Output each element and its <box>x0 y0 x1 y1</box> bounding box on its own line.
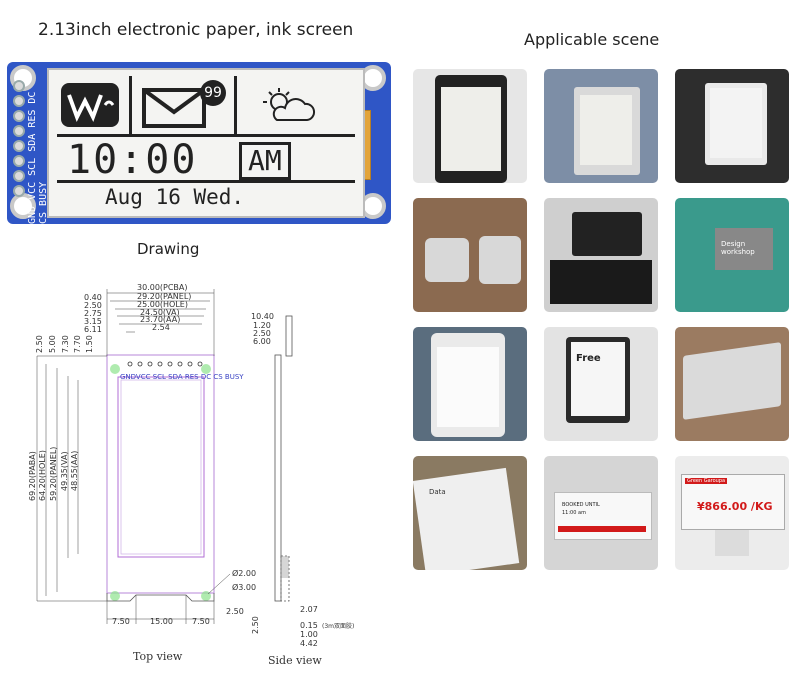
scene-writing-tablet: Data <box>413 456 527 570</box>
booked-time: 11:00 am <box>562 510 586 516</box>
dim-label: 7.30 <box>61 335 70 353</box>
clock-ampm: AM <box>239 142 291 180</box>
technical-drawing: GNDVCC SCL SDA RES DC CS BUSY 30.00(PCBA… <box>0 256 400 677</box>
scene-booking-label: BOOKED UNTIL 11:00 am <box>544 456 658 570</box>
top-view-label: Top view <box>133 650 183 663</box>
clock-date: Aug 16 Wed. <box>105 185 245 209</box>
pcb-outline <box>106 354 215 594</box>
dim-label: 24.50(VA) <box>140 308 180 317</box>
scene-laptop-display <box>675 327 789 441</box>
hole-marker <box>110 591 120 601</box>
dim-label: 2.54 <box>152 323 170 332</box>
dim-label: 69.20(PABA) <box>28 451 37 501</box>
pin-labels: GND VCC SCL SDA RES DC CS BUSY <box>27 91 49 224</box>
dim-label: Ø2.00 <box>232 568 256 578</box>
scene-price-tag: Green Garoupa ¥866.00 /KG <box>675 456 789 570</box>
dim-label: 1.20 <box>253 321 271 330</box>
scene-tablet-list <box>413 327 527 441</box>
hole-marker <box>110 364 120 374</box>
dim-label: 2.50 <box>84 301 102 310</box>
scene-weather-station <box>413 198 527 312</box>
drawing-pin-labels: GNDVCC SCL SDA RES DC CS BUSY <box>120 373 244 381</box>
scene-door-sign: Design workshop <box>675 198 789 312</box>
dim-label: 1.00 <box>300 630 318 639</box>
title-epaper: 2.13inch electronic paper, ink screen <box>38 20 354 40</box>
dim-label: 48.55(AA) <box>70 451 79 491</box>
scene-printer <box>544 198 658 312</box>
dim-label: 7.50 <box>192 617 210 626</box>
dim-label: (3m双面胶) <box>322 622 354 630</box>
clock-time: 10:00 <box>67 137 198 183</box>
dim-label: 30.00(PCBA) <box>137 283 188 292</box>
scene-desk-display <box>675 69 789 183</box>
dim-label: 2.07 <box>300 605 318 614</box>
title-applicable-scene: Applicable scene <box>524 30 660 49</box>
dim-label: 29.20(PANEL) <box>137 292 191 301</box>
design-label: Design workshop <box>721 240 755 256</box>
dim-label: 2.75 <box>84 309 102 318</box>
pin-header <box>13 80 25 200</box>
dim-label: 25.00(HOLE) <box>137 300 188 309</box>
dim-label: Ø3.00 <box>232 582 256 592</box>
dim-label: 6.11 <box>84 325 102 334</box>
waveshare-logo-icon <box>57 76 132 134</box>
scene-shelf-label <box>544 69 658 183</box>
weather-icon <box>237 76 351 134</box>
unread-badge: 99 <box>200 80 226 106</box>
aa-outline <box>120 379 202 555</box>
dim-label: 49.35(VA) <box>60 451 69 491</box>
mail-icon: 99 <box>132 76 237 134</box>
epaper-module: GND VCC SCL SDA RES DC CS BUSY 99 1 <box>7 62 391 224</box>
panel-outline <box>117 376 205 558</box>
side-view-label: Side view <box>268 654 322 667</box>
dim-label: 2.50 <box>35 335 44 353</box>
scene-ereader <box>413 69 527 183</box>
dim-label: 3.15 <box>84 317 102 326</box>
dim-label: 7.50 <box>112 617 130 626</box>
dim-label: 1.50 <box>85 335 94 353</box>
divider <box>57 180 355 183</box>
hole-marker <box>201 364 211 374</box>
price-label: ¥866.00 /KG <box>697 500 773 513</box>
dim-label: 7.70 <box>73 335 82 353</box>
dim-label: 6.00 <box>253 337 271 346</box>
epaper-screen: 99 10:00 AM Aug 16 Wed. <box>47 68 365 218</box>
scene-free-room: Free <box>544 327 658 441</box>
dim-label: 0.15 <box>300 621 318 630</box>
dim-label: 23.70(AA) <box>140 315 180 324</box>
product-label: Green Garoupa <box>685 478 728 484</box>
divider <box>57 134 355 137</box>
booked-label: BOOKED UNTIL <box>562 502 600 508</box>
title-drawing: Drawing <box>137 240 200 258</box>
free-label: Free <box>576 353 601 364</box>
dim-label: 5.00 <box>48 335 57 353</box>
dim-label: 2.50 <box>226 607 244 616</box>
dim-label: 2.50 <box>251 616 260 634</box>
dim-label: 0.40 <box>84 293 102 302</box>
dim-label: 64.20(HOLE) <box>38 450 47 501</box>
dim-label: 59.20(PANEL) <box>49 447 58 501</box>
station-label: Data <box>429 488 446 496</box>
dim-label: 15.00 <box>150 617 173 626</box>
dim-label: 2.50 <box>253 329 271 338</box>
dim-label: 4.42 <box>300 639 318 648</box>
dim-label: 10.40 <box>251 312 274 321</box>
